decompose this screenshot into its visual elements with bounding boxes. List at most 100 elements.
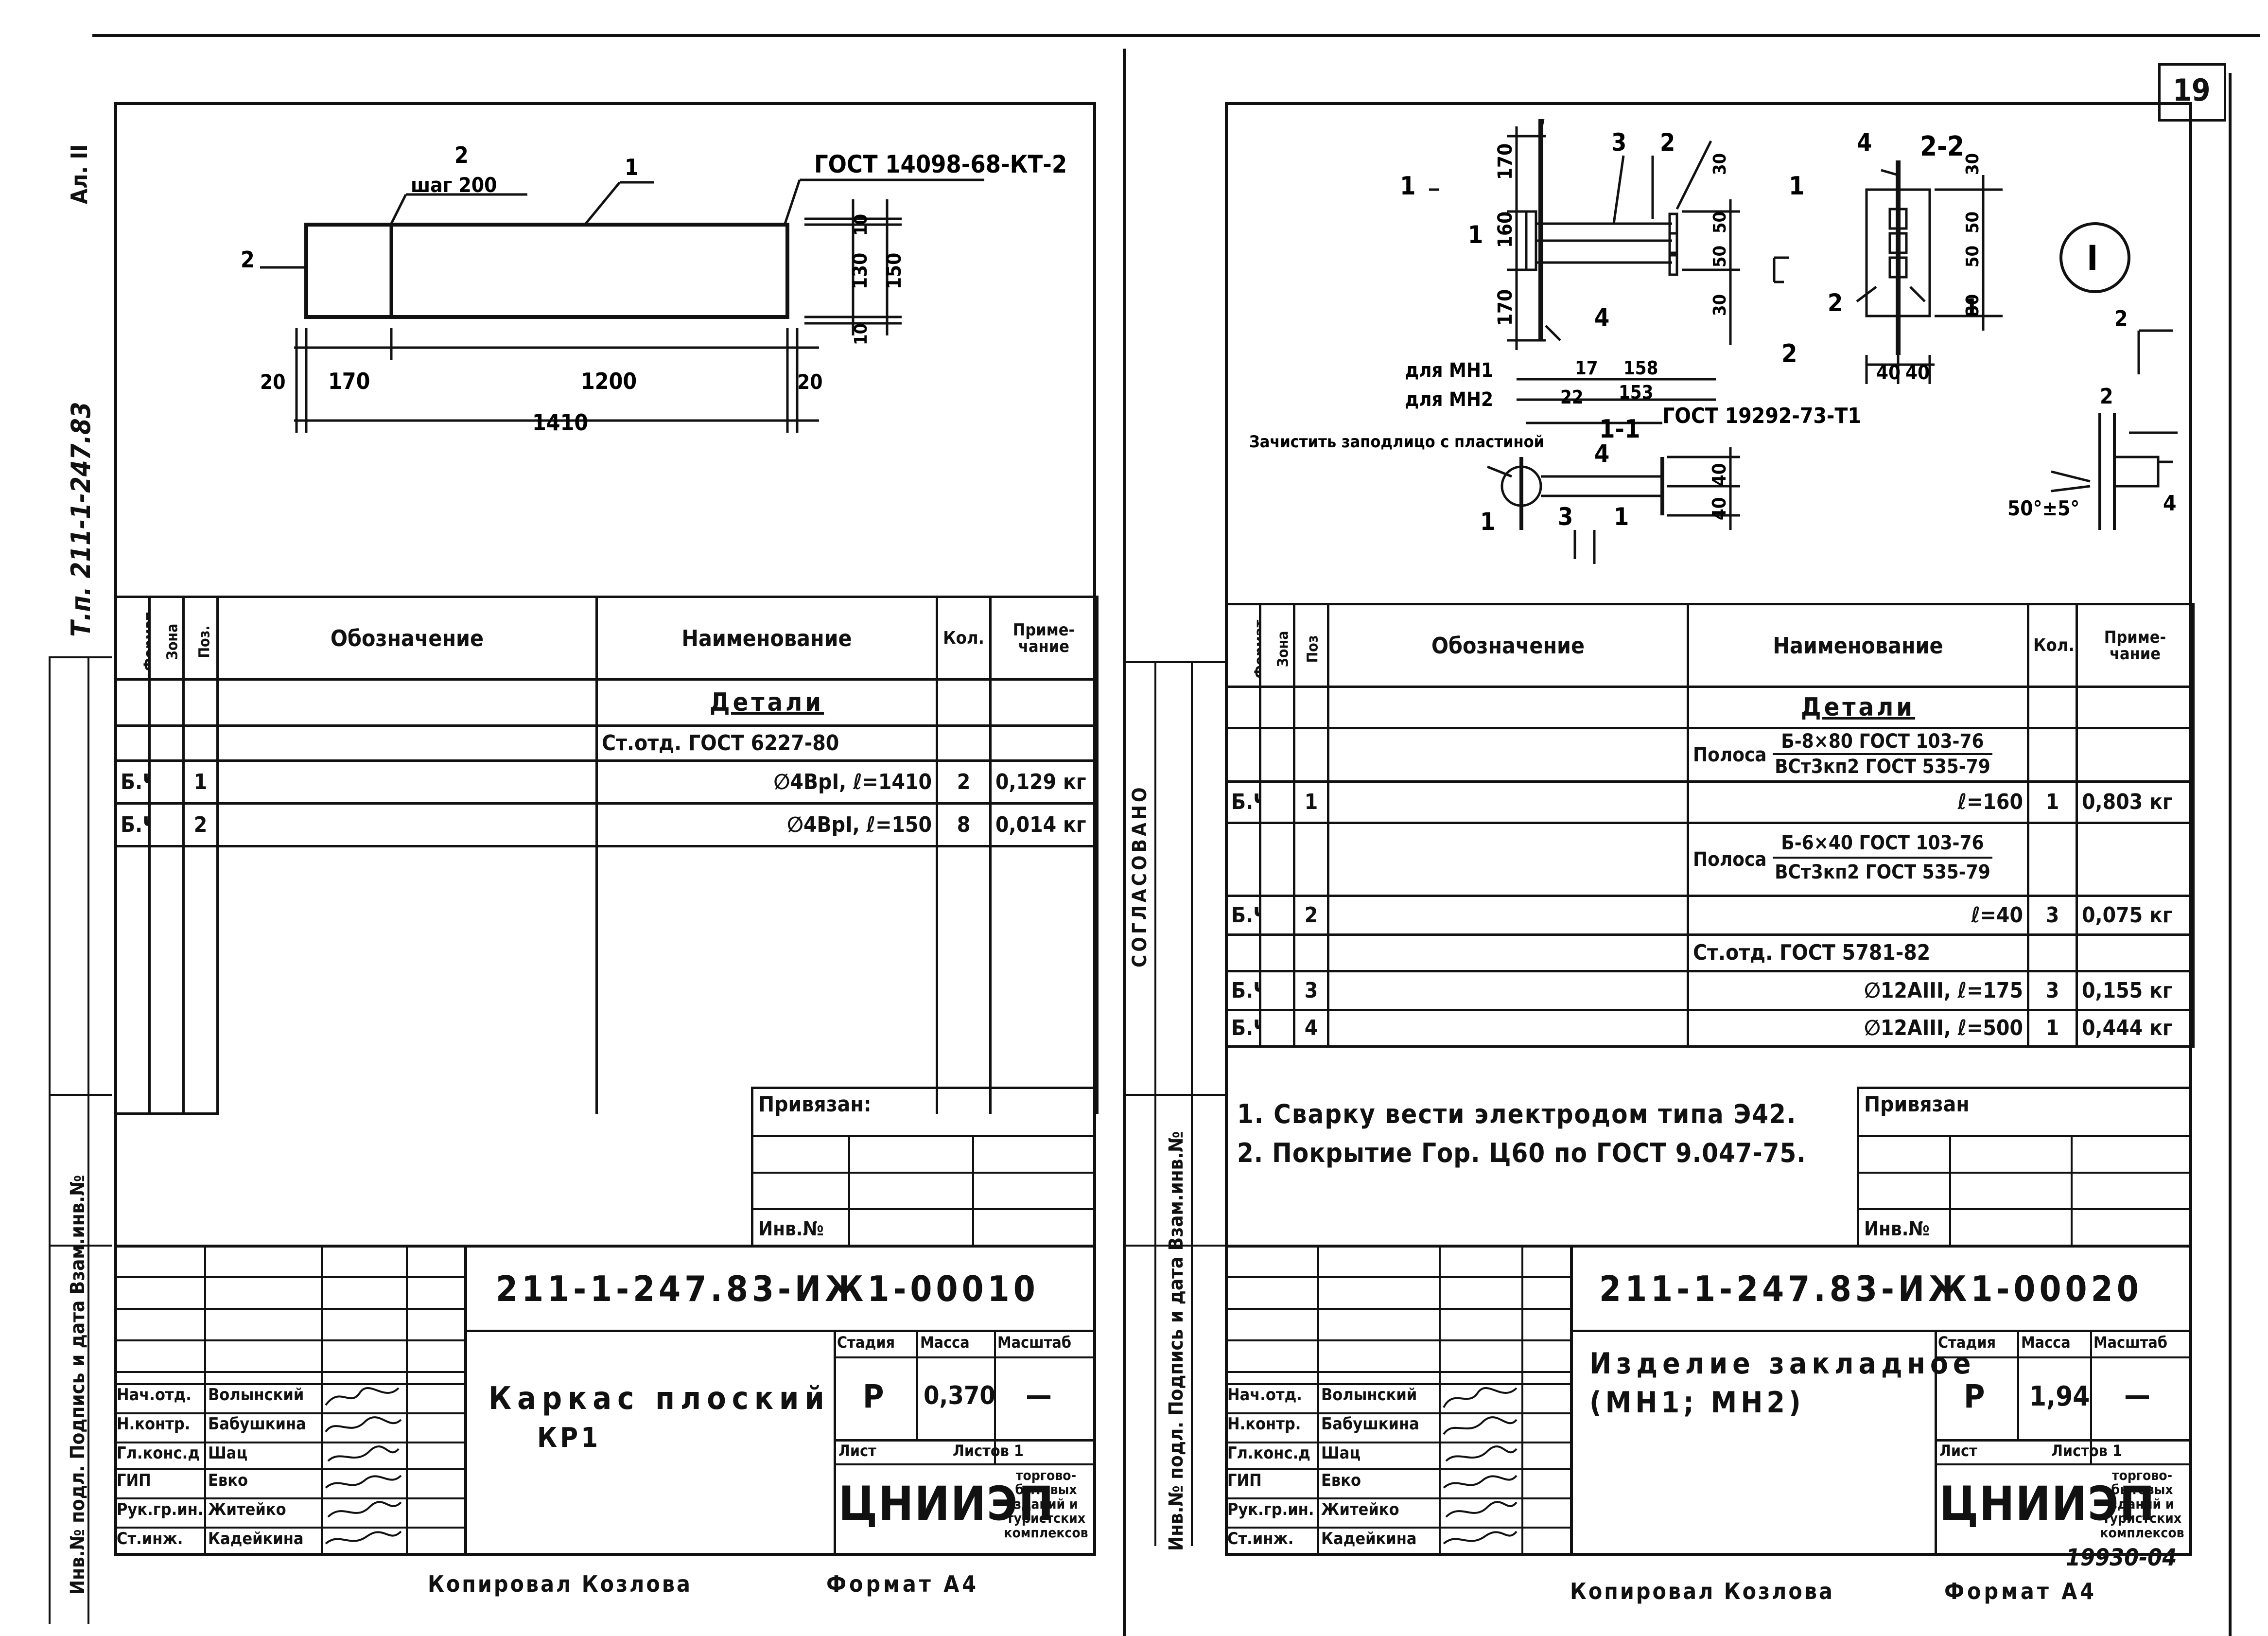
pos-label: 3 xyxy=(1558,503,1573,531)
dim-1200: 1200 xyxy=(581,368,637,394)
table-row: Б.Ч 2 ℓ=40 3 0,075 кг xyxy=(1225,895,2195,936)
for-mn2-label: для МН2 xyxy=(1405,388,1493,411)
person-name: Кадейкина xyxy=(1321,1529,1417,1548)
page-number-box xyxy=(2158,63,2226,122)
pos1-label: 1 xyxy=(625,154,639,180)
person-name: Кадейкина xyxy=(208,1529,304,1548)
person-role: Гл.конс.д xyxy=(117,1443,200,1463)
section-1-1: 1-1 xyxy=(1599,415,1640,444)
sheet2-stage-label: Стадия xyxy=(1938,1333,1996,1352)
sheet2-footer-format: Формат А4 xyxy=(1944,1578,2097,1604)
for-mn1-label: для МН1 xyxy=(1405,359,1493,382)
hdr-format: Формат xyxy=(114,596,151,681)
person-name: Житейко xyxy=(208,1500,286,1519)
mid-margin-line5 xyxy=(1123,1245,1225,1247)
left-margin-line2 xyxy=(87,656,89,1624)
person-name: Волынский xyxy=(1321,1385,1417,1405)
hdr-zone: Зона xyxy=(1259,603,1295,688)
dim: 50 xyxy=(1963,246,1983,267)
table-row: Б.Ч 2 ∅4ВрI, ℓ=150 8 0,014 кг xyxy=(114,802,1099,847)
table-row: Б.Ч 4 ∅12АIII, ℓ=500 1 0,444 кг xyxy=(1225,1009,2195,1048)
dim: 40 xyxy=(1709,463,1730,486)
album-label: Ал. II xyxy=(66,144,92,204)
dim-150: 150 xyxy=(883,253,906,289)
person-role: Н.контр. xyxy=(1227,1414,1301,1434)
pos-label: 1 xyxy=(1614,503,1629,531)
hdr-qty: Кол. xyxy=(2027,603,2078,688)
mid-margin-line2 xyxy=(1191,661,1193,1546)
sheet1-frame-drawing: ГОСТ 14098-68-КТ-2 2 шаг 200 1 2 20 170 … xyxy=(241,142,1067,436)
sheet1-stamp xyxy=(114,1245,1096,1556)
hdr-note: Приме- чание xyxy=(989,596,1099,681)
mid-margin-line4 xyxy=(1123,1094,1225,1096)
left-margin-line xyxy=(49,656,51,1624)
pos-label: 4 xyxy=(2163,491,2177,516)
person-role: Ст.инж. xyxy=(117,1529,183,1548)
sheet1-spec-table: Формат Зона Поз. Обозначение Наименовани… xyxy=(114,596,1099,1115)
right-border-line xyxy=(2229,73,2232,1636)
person-name: Бабушкина xyxy=(208,1414,306,1434)
sheet1-title: Каркас плоский xyxy=(488,1381,830,1417)
person-role: Рук.гр.ин. xyxy=(117,1500,204,1519)
person-name: Житейко xyxy=(1321,1500,1399,1519)
section-1-right: 1 xyxy=(1789,172,1805,201)
step-label: шаг 200 xyxy=(411,173,497,197)
dim-10b: 10 xyxy=(851,323,871,345)
table-row: Б.Ч 1 ℓ=160 1 0,803 кг xyxy=(1225,780,2195,824)
sheet2-sheets-label: Листов 1 xyxy=(2051,1442,2122,1460)
section-2-bottom: 2 xyxy=(1781,339,1797,369)
sheet1-scale-label: Масштаб xyxy=(997,1333,1071,1352)
clean-note: Зачистить заподлицо с пластиной xyxy=(1249,432,1544,452)
dim: 30 xyxy=(1963,153,1983,175)
table-row: Б.Ч 1 ∅4ВрI, ℓ=1410 2 0,129 кг xyxy=(114,759,1099,805)
material2-row: Ст.отд. ГОСТ 5781-82 xyxy=(1687,933,2029,972)
sheet2-org-desc: торгово-бытовых зданий и туристских комп… xyxy=(2100,1467,2184,1541)
dim-1410: 1410 xyxy=(532,409,588,436)
sheet1-inv-label: Инв.№ xyxy=(758,1218,824,1240)
top-border-line xyxy=(92,34,2260,37)
sheet1-signatures xyxy=(325,1387,402,1545)
dim: 17 xyxy=(1575,357,1598,379)
sheet2-inv-label: Инв.№ xyxy=(1864,1218,1930,1240)
pos-label: 1 xyxy=(1964,294,1979,322)
pos-label: 2 xyxy=(2114,306,2128,331)
sheet1-scale: — xyxy=(1026,1378,1052,1412)
dim-20a: 20 xyxy=(260,370,286,394)
sheet2-linked-label: Привязан xyxy=(1864,1092,1970,1117)
person-role: Рук.гр.ин. xyxy=(1227,1500,1314,1519)
hdr-pos: Поз xyxy=(1293,603,1329,688)
person-name: Шац xyxy=(1321,1443,1361,1463)
pos-label: 2 xyxy=(2100,384,2113,409)
dim: 30 xyxy=(1963,294,1983,316)
dim: 50 xyxy=(1963,211,1983,233)
pos-label: 2 xyxy=(1828,289,1843,317)
note-1: 1. Сварку вести электродом типа Э42. xyxy=(1237,1099,1797,1129)
sheet2-drawing: 1 1 2-2 1-1 2 I 3 2 1 4 4 2 1 4 2 2 4 1 … xyxy=(1249,119,2178,564)
person-name: Евко xyxy=(208,1471,248,1490)
agreed-label: СОГЛАСОВАНО xyxy=(1129,784,1151,968)
strip2-spec: Полоса Б-6×40 ГОСТ 103-76 ВСт3кп2 ГОСТ 5… xyxy=(1687,822,2029,897)
sheet2-scale-label: Масштаб xyxy=(2094,1333,2167,1352)
sheet1-footer-copied: Копировал Козлова xyxy=(428,1571,692,1597)
left-margin-line3 xyxy=(49,656,112,658)
sheet-code: 19930-04 xyxy=(2066,1544,2177,1571)
sheet1-sheets-label: Листов 1 xyxy=(953,1442,1024,1460)
dim: 160 xyxy=(1494,211,1517,248)
pos2-left-label: 2 xyxy=(241,246,255,273)
hdr-designation: Обозначение xyxy=(1327,603,1689,688)
person-role: Нач.отд. xyxy=(117,1385,192,1405)
sheet2-subtitle: (МН1; МН2) xyxy=(1589,1386,1805,1420)
hdr-note: Приме- чание xyxy=(2076,603,2195,688)
sheet1-org-desc: торгово-бытовых зданий и туристских комп… xyxy=(1004,1467,1088,1541)
page-number: 19 xyxy=(2173,72,2211,108)
dim-170: 170 xyxy=(328,368,370,394)
person-role: Ст.инж. xyxy=(1227,1529,1294,1548)
pos-label: 3 xyxy=(1611,128,1626,157)
angle-label: 50°±5° xyxy=(2007,496,2079,520)
dim-20b: 20 xyxy=(797,370,823,394)
table-row: Б.Ч 3 ∅12АIII, ℓ=175 3 0,155 кг xyxy=(1225,970,2195,1011)
sheet2-signatures xyxy=(1443,1387,1518,1545)
section-1-left: 1 xyxy=(1400,172,1416,201)
sheet2-stage: Р xyxy=(1964,1378,1985,1415)
person-name: Шац xyxy=(208,1443,248,1463)
